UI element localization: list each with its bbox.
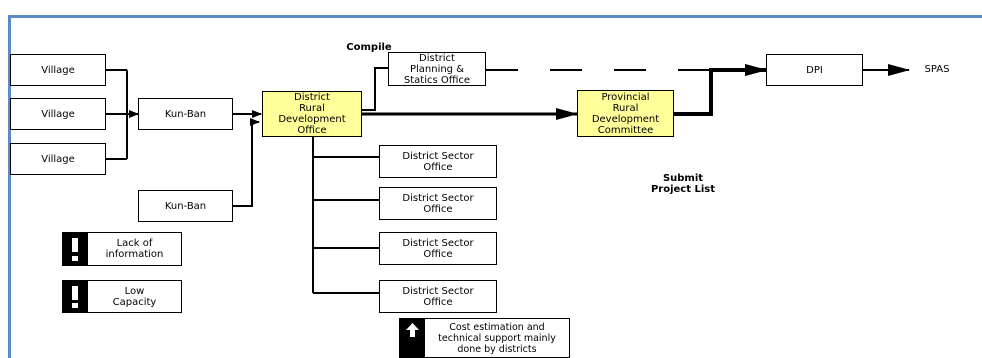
spas-label: SPAS [924, 64, 950, 75]
dpi-box: DPI [766, 54, 863, 86]
district-sector-office-4: District Sector Office [379, 280, 497, 313]
compile-label: Compile [346, 42, 392, 53]
provincial-rural-development-committee: Provincial Rural Development Committee [577, 90, 674, 137]
sector-label-1: District Sector Office [402, 150, 474, 173]
district-rural-label: District Rural Development Office [278, 92, 346, 136]
connector-kunban-2 [233, 118, 260, 207]
district-rural-development-office: District Rural Development Office [262, 91, 362, 137]
kunban-box-1: Kun-Ban [138, 98, 233, 130]
connector-provincial-dpi [674, 64, 767, 116]
note-low-capacity: Low Capacity [62, 280, 182, 313]
district-sector-office-2: District Sector Office [379, 187, 497, 220]
note-lack-of-information: Lack of information [62, 232, 182, 266]
district-sector-office-1: District Sector Office [379, 145, 497, 178]
note-cost-estimation-text: Cost estimation and technical support ma… [438, 321, 556, 355]
sector-label-3: District Sector Office [402, 237, 474, 260]
provincial-rural-label: Provincial Rural Development Committee [591, 91, 660, 136]
diagram-frame [8, 15, 982, 358]
note-low-capacity-text: Low Capacity [112, 285, 157, 308]
district-planning-label: District Planning & Statics Office [403, 52, 471, 86]
note-lack-of-information-text: Lack of information [105, 238, 164, 260]
village-box-2: Village [10, 98, 106, 130]
kunban-box-2: Kun-Ban [138, 190, 233, 222]
village-box-1: Village [10, 54, 106, 86]
exclamation-icon [63, 233, 88, 265]
sector-label-4: District Sector Office [402, 285, 474, 308]
connector-to-planning [362, 67, 388, 111]
district-planning-statics-office: District Planning & Statics Office [388, 52, 486, 86]
village-box-3: Village [10, 143, 106, 175]
submit-project-list-label: Submit Project List [650, 173, 716, 195]
up-arrow-icon [400, 319, 425, 357]
sector-label-2: District Sector Office [402, 192, 474, 215]
note-cost-estimation: Cost estimation and technical support ma… [399, 318, 570, 358]
district-sector-office-3: District Sector Office [379, 232, 497, 265]
exclamation-icon [63, 281, 88, 312]
